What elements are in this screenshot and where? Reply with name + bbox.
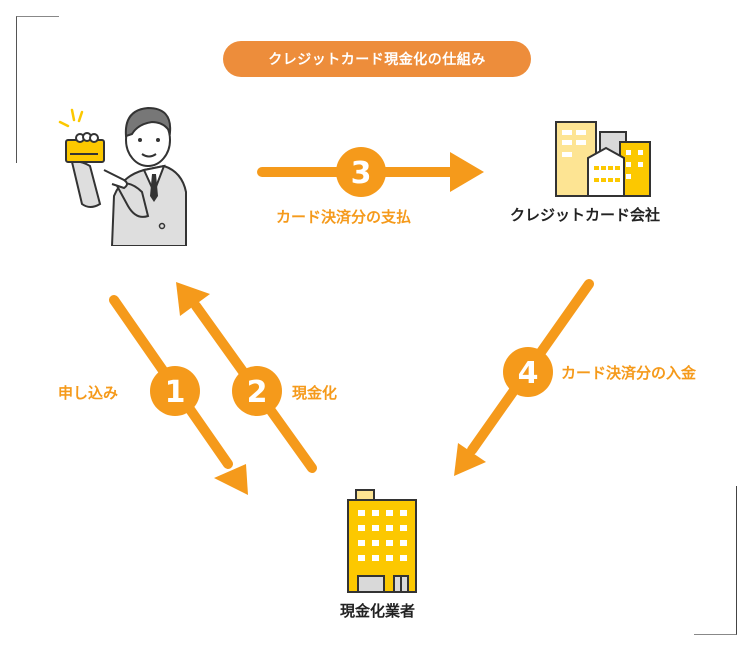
step-badge-1 (150, 366, 200, 416)
step-label-1: 申し込み (58, 384, 119, 402)
frame-corner-top-left (16, 16, 59, 163)
step-number-2: 2 (247, 375, 268, 410)
step-label-4: カード決済分の入金 (561, 364, 697, 382)
cashing-business-label: 現金化業者 (340, 602, 416, 620)
office-tower-icon (347, 489, 417, 593)
step-number-3: 3 (351, 156, 372, 191)
step-number-4: 4 (518, 356, 539, 391)
step-label-2: 現金化 (292, 384, 338, 402)
step-label-3: カード決済分の支払 (276, 208, 412, 226)
step-number-1: 1 (165, 375, 186, 410)
step-badge-3 (336, 147, 386, 197)
frame-corner-bottom-right (694, 486, 737, 635)
card-company-label: クレジットカード会社 (510, 206, 661, 224)
office-buildings-icon (555, 121, 651, 197)
diagram-title: クレジットカード現金化の仕組み (223, 41, 531, 77)
step-badge-2 (232, 366, 282, 416)
step-badge-4 (503, 347, 553, 397)
businessman-holding-card-icon (58, 106, 187, 246)
